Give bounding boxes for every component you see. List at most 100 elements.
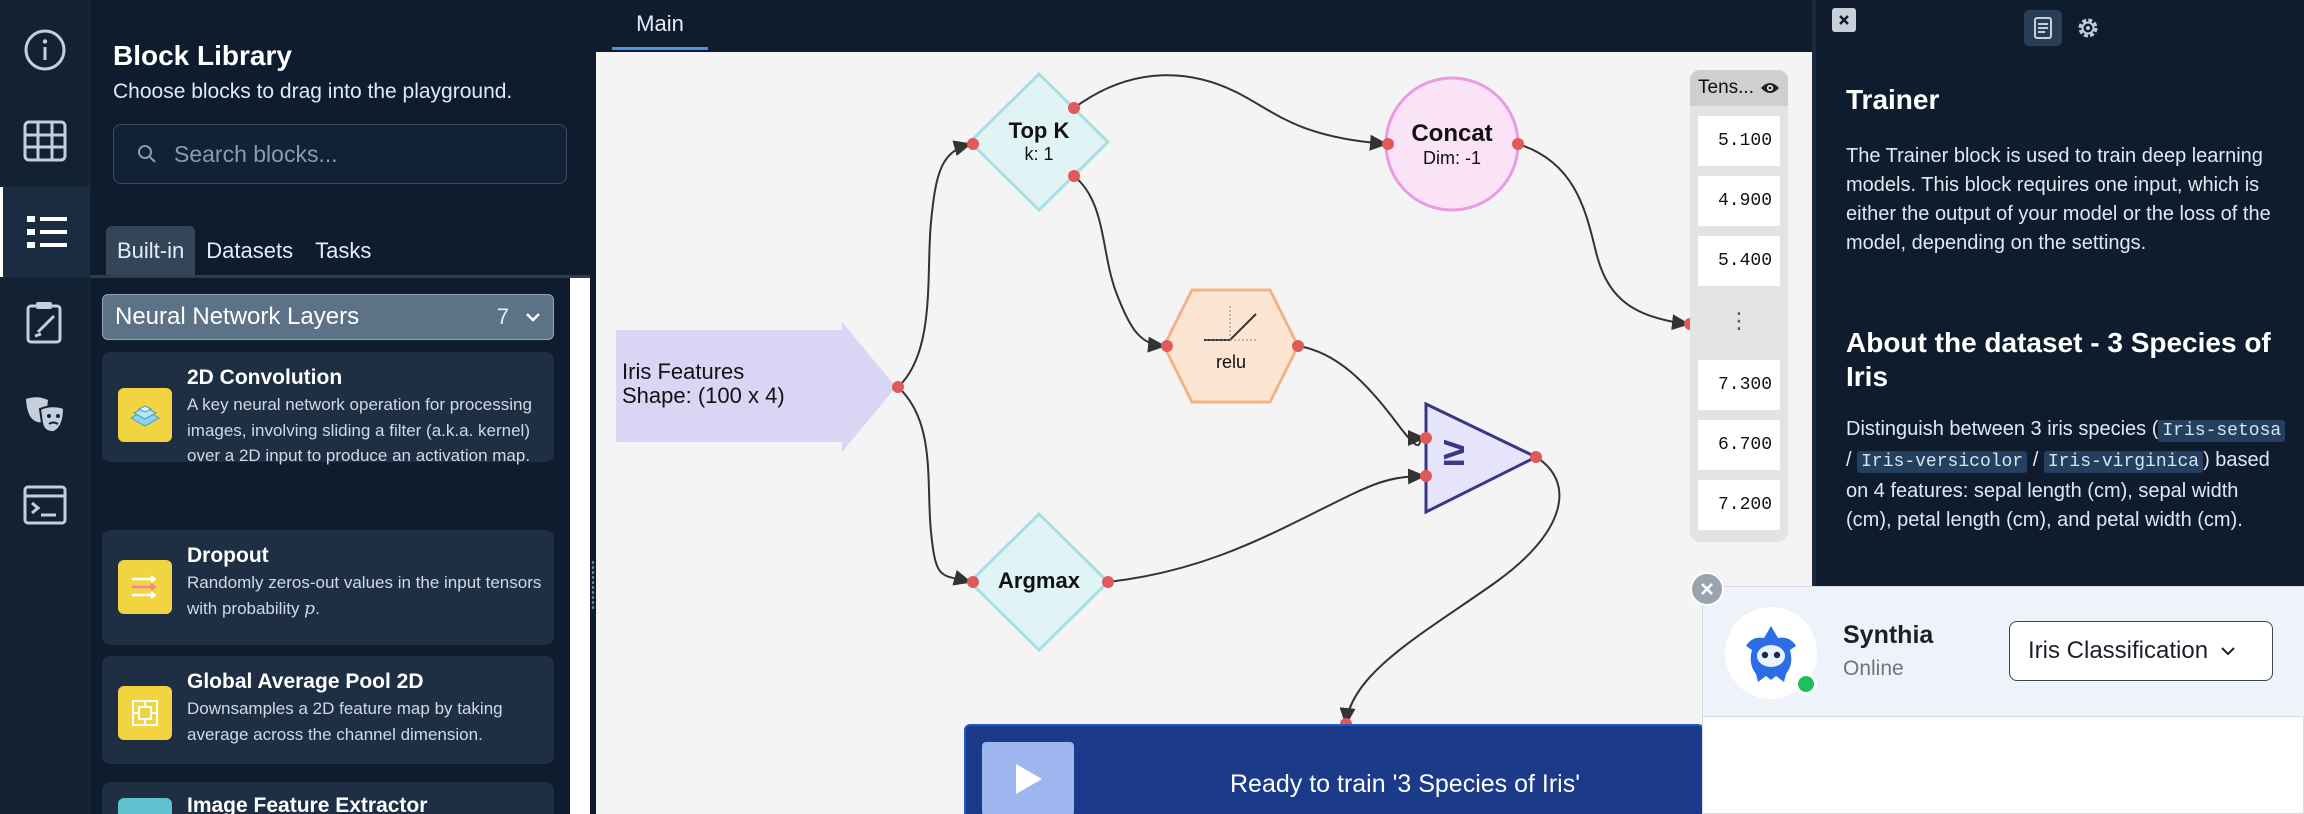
icon-rail <box>0 0 90 814</box>
search-box <box>113 124 567 184</box>
close-icon <box>1839 15 1849 25</box>
chat-header: Synthia Online Iris Classification <box>1703 587 2304 717</box>
compare-node-shape <box>1424 401 1540 515</box>
concat-node-title: Concat <box>1411 120 1493 147</box>
panel-splitter[interactable] <box>590 0 596 814</box>
chat-close-button[interactable] <box>1690 572 1724 606</box>
pool-grid-icon <box>118 686 172 740</box>
edge-argmax-compare <box>1107 468 1426 583</box>
close-panel-button[interactable] <box>1832 8 1856 32</box>
library-tabs: Built-in Datasets Tasks <box>106 226 382 276</box>
play-button[interactable] <box>982 742 1074 814</box>
task-select[interactable]: Iris Classification <box>2009 621 2273 681</box>
library-block-list[interactable]: Neural Network Layers 7 2D Convolution A… <box>90 278 590 814</box>
graph-edges <box>897 74 1690 726</box>
edge-concat-tensor <box>1517 143 1690 331</box>
settings-button[interactable] <box>2070 10 2106 46</box>
edge-topk-relu <box>1073 175 1166 353</box>
edge-relu-compare <box>1297 345 1426 447</box>
rail-console[interactable] <box>0 460 90 550</box>
search-icon <box>138 145 156 163</box>
graph-svg <box>616 71 1696 730</box>
library-subtitle: Choose blocks to drag into the playgroun… <box>113 80 513 103</box>
conv-layers-icon <box>118 388 172 442</box>
block-description: Randomly zeros-out values in the input t… <box>187 570 547 622</box>
species-code: Iris-virginica <box>2043 451 2204 473</box>
category-name: Neural Network Layers <box>115 303 360 330</box>
clipboard-icon <box>26 302 62 344</box>
list-icon <box>26 216 67 248</box>
rail-blocks-grid[interactable] <box>0 96 90 186</box>
terminal-icon <box>23 485 67 525</box>
edge-input-topk <box>897 140 972 388</box>
online-status-dot <box>1795 673 1817 695</box>
tensor-value: 7.300 <box>1698 360 1780 410</box>
block-title: Image Feature Extractor <box>187 794 428 814</box>
info-icon <box>24 29 66 71</box>
species-code: Iris-versicolor <box>1857 451 2028 473</box>
image-extractor-icon <box>118 798 172 814</box>
block-title: 2D Convolution <box>187 366 343 389</box>
argmax-node[interactable]: Argmax <box>998 568 1080 593</box>
dropout-arrows-icon <box>118 560 172 614</box>
tensor-value: 6.700 <box>1698 420 1780 470</box>
assistant-status: Online <box>1843 657 1904 680</box>
train-status-text: Ready to train '3 Species of Iris' <box>1230 770 1580 798</box>
rail-info[interactable] <box>0 5 90 95</box>
tab-tasks[interactable]: Tasks <box>315 238 372 263</box>
block-title: Global Average Pool 2D <box>187 670 424 693</box>
block-library-panel: Block Library Choose blocks to drag into… <box>90 0 590 814</box>
relu-node[interactable]: relu <box>1215 352 1246 372</box>
eye-icon[interactable] <box>1760 81 1780 95</box>
theater-masks-icon <box>26 397 66 434</box>
robot-mascot-icon <box>1746 626 1796 682</box>
tensor-value: 5.100 <box>1698 116 1780 166</box>
block-card-2d-convolution[interactable]: 2D Convolution A key neural network oper… <box>102 352 554 465</box>
tensor-viewer[interactable]: Tens... 5.100 4.900 5.400 ⋮ 7.300 6.700 … <box>1690 70 1788 542</box>
concat-node[interactable]: Concat Dim: -1 <box>1386 120 1518 169</box>
tab-datasets[interactable]: Datasets <box>206 238 294 263</box>
docs-tab-button[interactable] <box>2024 10 2062 46</box>
category-count: 7 <box>496 304 509 329</box>
tab-built-in[interactable]: Built-in <box>106 226 196 276</box>
input-node-shape <box>616 322 896 452</box>
relu-curve-icon <box>1204 306 1258 342</box>
block-card-dropout[interactable]: Dropout Randomly zeros-out values in the… <box>102 530 554 645</box>
rail-block-library[interactable] <box>0 187 90 277</box>
rail-tasks[interactable] <box>0 278 90 368</box>
splitter-handle[interactable] <box>591 560 595 610</box>
trainer-node[interactable]: Ready to train '3 Species of Iris' <box>964 724 1704 814</box>
assistant-name: Synthia <box>1843 621 1934 649</box>
tab-main[interactable]: Main <box>612 0 708 50</box>
input-node[interactable]: Iris Features Shape: (100 x 4) <box>622 360 785 408</box>
block-card-image-feature-extractor[interactable]: Image Feature Extractor <box>102 782 554 814</box>
rail-playground[interactable] <box>0 369 90 459</box>
search-input[interactable] <box>174 140 554 168</box>
category-header[interactable]: Neural Network Layers 7 <box>102 294 554 340</box>
library-scrollbar[interactable] <box>570 278 590 814</box>
gear-icon <box>2078 18 2098 38</box>
topk-node[interactable]: Top K k: 1 <box>979 118 1099 165</box>
block-description: A key neural network operation for proce… <box>187 395 532 465</box>
tab-underline <box>90 275 590 278</box>
block-card-global-average-pool-2d[interactable]: Global Average Pool 2D Downsamples a 2D … <box>102 656 554 764</box>
grid-icon <box>23 120 67 162</box>
docs-paragraph: The Trainer block is used to train deep … <box>1846 145 2271 254</box>
task-select-value: Iris Classification <box>2028 637 2209 664</box>
compare-node[interactable]: ≥ <box>1443 430 1465 474</box>
tensor-value: 5.400 <box>1698 236 1780 286</box>
concat-node-param: Dim: -1 <box>1423 148 1481 168</box>
dataset-heading: About the dataset - 3 Species of Iris <box>1846 327 2271 392</box>
editor-tab-bar: Main <box>596 0 1812 52</box>
topk-node-param: k: 1 <box>1024 144 1054 164</box>
playground-canvas[interactable]: Iris Features Shape: (100 x 4) Top K k: … <box>596 52 1812 814</box>
close-icon <box>1701 583 1713 595</box>
chevron-down-icon <box>2221 647 2235 656</box>
species-code: Iris-setosa <box>2158 420 2286 442</box>
block-description: Downsamples a 2D feature map by taking a… <box>187 699 503 744</box>
species-sep: / <box>2027 449 2044 471</box>
argmax-node-shape <box>967 511 1111 653</box>
graph-ports <box>892 102 1696 730</box>
library-title: Block Library <box>113 40 292 71</box>
dataset-description: Distinguish between 3 iris species (Iris… <box>1846 415 2286 535</box>
